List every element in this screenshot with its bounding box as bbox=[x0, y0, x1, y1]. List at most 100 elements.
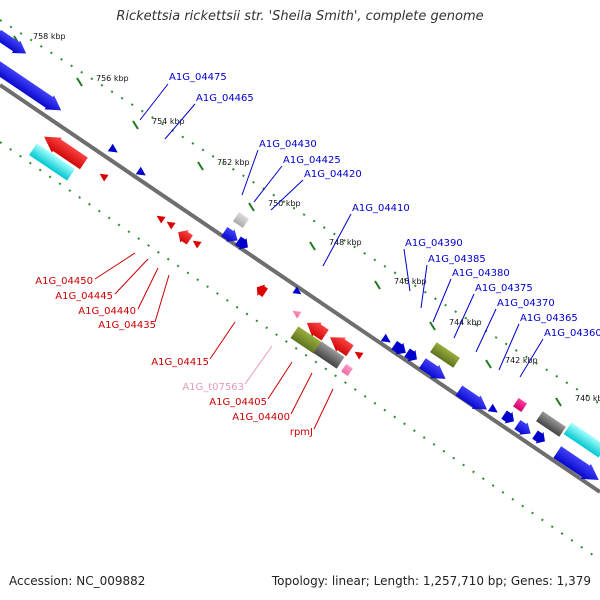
leader-line bbox=[244, 345, 273, 385]
scale-line-lower bbox=[0, 141, 600, 561]
scale-line-upper bbox=[0, 19, 600, 405]
feature-reverse-gene bbox=[313, 341, 345, 369]
feature-reverse-gene bbox=[290, 326, 322, 354]
scale-tick-label: 744 kbp bbox=[449, 318, 482, 327]
genome-summary: Topology: linear; Length: 1,257,710 bp; … bbox=[271, 574, 591, 588]
feature-forward-gene bbox=[404, 348, 417, 362]
reverse-label-a1g-04435: A1G_04435 bbox=[98, 320, 156, 331]
leader-line bbox=[313, 388, 334, 430]
forward-label-a1g-04380: A1G_04380 bbox=[452, 268, 510, 279]
scale-tick-label: 750 kbp bbox=[268, 199, 301, 208]
reverse-label-a1g-04415: A1G_04415 bbox=[151, 357, 209, 368]
forward-label-a1g-04370: A1G_04370 bbox=[497, 298, 555, 309]
feature-reverse-gene bbox=[354, 351, 364, 360]
forward-label-a1g-04425: A1G_04425 bbox=[283, 155, 341, 166]
scale-tick-mark bbox=[76, 77, 83, 87]
scale-tick-mark bbox=[374, 280, 381, 290]
leader-line bbox=[453, 293, 475, 339]
leader-line bbox=[94, 252, 136, 280]
map-title: Rickettsia rickettsii str. 'Sheila Smith… bbox=[116, 9, 484, 24]
scale-tick-label: 752 kbp bbox=[217, 158, 250, 167]
accession: Accession: NC_009882 bbox=[9, 574, 146, 588]
feature-reverse-gene bbox=[166, 221, 176, 230]
feature-forward-gene bbox=[532, 430, 545, 444]
feature-forward-gene bbox=[135, 166, 146, 176]
feature-forward-gene bbox=[514, 419, 531, 435]
scale-tick-label: 758 kbp bbox=[33, 32, 66, 41]
feature-forward-gene bbox=[107, 143, 118, 153]
feature-forward-gene bbox=[536, 411, 566, 437]
leader-line bbox=[114, 258, 149, 295]
leader-line bbox=[420, 264, 428, 309]
feature-forward-gene bbox=[430, 342, 460, 368]
feature-forward-gene bbox=[419, 358, 446, 379]
leader-line bbox=[498, 323, 520, 371]
scale-tick-mark bbox=[555, 397, 562, 407]
feature-forward-gene bbox=[235, 236, 248, 250]
feature-pseudogene bbox=[232, 212, 250, 228]
feature-forward-gene bbox=[513, 398, 527, 412]
forward-label-a1g-04420: A1G_04420 bbox=[304, 169, 362, 180]
scale-tick-label: 740 kbp bbox=[575, 394, 600, 403]
leader-line bbox=[253, 165, 283, 203]
reverse-label-a1g-04400: A1G_04400 bbox=[232, 412, 290, 423]
feature-forward-gene bbox=[380, 333, 391, 343]
feature-forward-gene bbox=[0, 60, 62, 111]
feature-reverse-gene bbox=[178, 230, 193, 245]
forward-label-a1g-04385: A1G_04385 bbox=[428, 254, 486, 265]
forward-label-a1g-04410: A1G_04410 bbox=[352, 203, 410, 214]
reverse-label-a1g-t07563: A1G_t07563 bbox=[182, 382, 244, 393]
feature-forward-gene bbox=[0, 29, 27, 54]
feature-reverse-gene bbox=[330, 337, 354, 357]
feature-forward-gene bbox=[292, 286, 302, 295]
feature-forward-gene bbox=[487, 403, 498, 413]
forward-label-a1g-04365: A1G_04365 bbox=[520, 313, 578, 324]
feature-forward-gene bbox=[563, 422, 600, 458]
scale-tick-label: 754 kbp bbox=[152, 117, 185, 126]
reverse-label-a1g-04405: A1G_04405 bbox=[209, 397, 267, 408]
forward-label-a1g-04430: A1G_04430 bbox=[259, 139, 317, 150]
feature-forward-gene bbox=[221, 226, 238, 242]
scale-tick-mark bbox=[248, 202, 255, 212]
leader-line bbox=[519, 338, 544, 378]
leader-line bbox=[290, 372, 313, 415]
leader-line bbox=[270, 179, 304, 211]
scale-tick-mark bbox=[132, 120, 139, 130]
feature-forward-gene bbox=[501, 410, 514, 424]
feature-reverse-gene bbox=[192, 240, 202, 249]
feature-reverse-gene bbox=[44, 136, 88, 170]
reverse-label-rpmj: rpmJ bbox=[290, 427, 313, 438]
feature-reverse-gene bbox=[29, 143, 75, 181]
feature-reverse-gene bbox=[256, 284, 268, 297]
leader-line bbox=[403, 248, 411, 292]
forward-label-a1g-04465: A1G_04465 bbox=[196, 93, 254, 104]
feature-forward-gene bbox=[455, 385, 488, 410]
forward-label-a1g-04390: A1G_04390 bbox=[405, 238, 463, 249]
feature-forward-gene bbox=[553, 446, 599, 480]
scale-tick-mark bbox=[429, 321, 436, 331]
leader-line bbox=[139, 83, 169, 121]
feature-reverse-gene bbox=[156, 215, 166, 224]
leader-line bbox=[164, 103, 196, 140]
leader-line bbox=[432, 278, 452, 323]
scale-tick-mark bbox=[197, 161, 204, 171]
leader-line bbox=[267, 361, 293, 400]
feature-forward-gene bbox=[391, 340, 406, 355]
forward-label-a1g-04475: A1G_04475 bbox=[169, 72, 227, 83]
scale-tick-label: 742 kbp bbox=[505, 356, 538, 365]
scale-tick-label: 748 kbp bbox=[329, 238, 362, 247]
leader-line bbox=[154, 274, 170, 323]
feature-reverse-gene bbox=[341, 364, 353, 376]
genome-backbone bbox=[0, 83, 600, 494]
reverse-label-a1g-04440: A1G_04440 bbox=[78, 306, 136, 317]
scale-tick-label: 746 kbp bbox=[394, 277, 427, 286]
leader-line bbox=[137, 267, 159, 310]
leader-line bbox=[475, 308, 497, 353]
leader-line bbox=[209, 321, 236, 360]
feature-trna-gene bbox=[292, 310, 302, 319]
forward-label-a1g-04360: A1G_04360 bbox=[544, 328, 600, 339]
reverse-label-a1g-04445: A1G_04445 bbox=[55, 291, 113, 302]
leader-line bbox=[322, 213, 352, 267]
